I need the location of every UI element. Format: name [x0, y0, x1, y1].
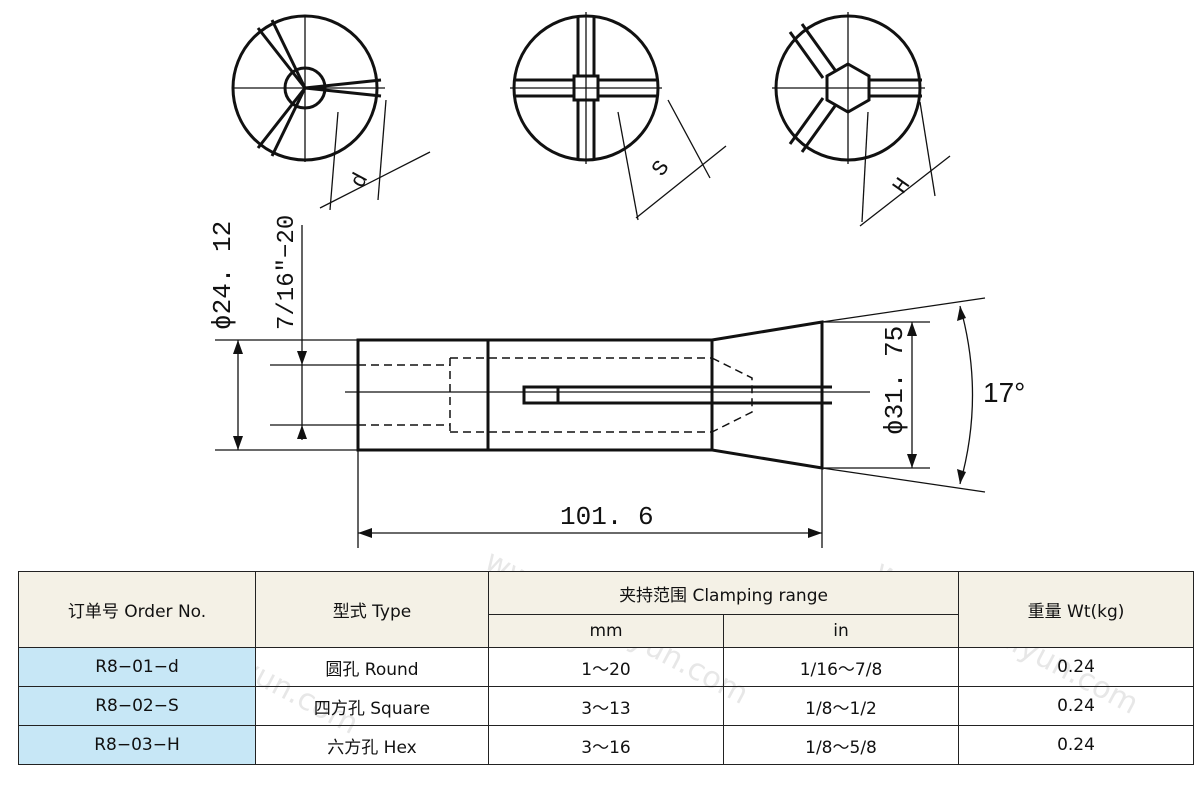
- header-weight: 重量 Wt(kg): [958, 571, 1195, 648]
- table-row: R8−02−S 四方孔 Square 3～13 1/8～1/2 0.24: [18, 686, 1195, 726]
- label-nose-diameter: ϕ24. 12: [208, 221, 238, 330]
- header-in: in: [722, 614, 960, 648]
- cell-mm: 1～20: [488, 647, 724, 687]
- header-mm: mm: [488, 614, 724, 648]
- cell-order-no: R8−03−H: [18, 725, 256, 765]
- cell-type: 四方孔 Square: [255, 686, 489, 726]
- label-s: S: [647, 156, 675, 181]
- label-h: H: [888, 174, 916, 199]
- label-head-diameter: ϕ31. 75: [880, 326, 910, 435]
- header-clamping-range: 夹持范围 Clamping range: [487, 571, 960, 615]
- cell-weight: 0.24: [958, 686, 1195, 726]
- cell-in: 1/8～5/8: [722, 725, 960, 765]
- cell-type: 六方孔 Hex: [255, 725, 489, 765]
- technical-drawing: d S H ϕ24. 12 7/16″−20 ϕ31. 75 17° 101. …: [208, 12, 1025, 548]
- label-thread: 7/16″−20: [274, 215, 301, 330]
- label-taper-angle: 17°: [983, 377, 1025, 408]
- table-row: R8−01−d 圆孔 Round 1～20 1/16～7/8 0.24: [18, 647, 1195, 687]
- label-length: 101. 6: [560, 502, 654, 532]
- cell-weight: 0.24: [958, 647, 1195, 687]
- cell-order-no: R8−01−d: [18, 647, 256, 687]
- cell-in: 1/8～1/2: [722, 686, 960, 726]
- header-type: 型式 Type: [255, 571, 489, 648]
- cell-mm: 3～16: [488, 725, 724, 765]
- cell-order-no: R8−02−S: [18, 686, 256, 726]
- collet-side-view: [356, 320, 832, 470]
- label-d: d: [346, 169, 374, 192]
- cell-mm: 3～13: [488, 686, 724, 726]
- spec-table: 订单号 Order No. 型式 Type 夹持范围 Clamping rang…: [18, 571, 1195, 765]
- cell-type: 圆孔 Round: [255, 647, 489, 687]
- cell-weight: 0.24: [958, 725, 1195, 765]
- cell-in: 1/16～7/8: [722, 647, 960, 687]
- table-row: R8−03−H 六方孔 Hex 3～16 1/8～5/8 0.24: [18, 725, 1195, 765]
- header-order-no: 订单号 Order No.: [18, 571, 256, 648]
